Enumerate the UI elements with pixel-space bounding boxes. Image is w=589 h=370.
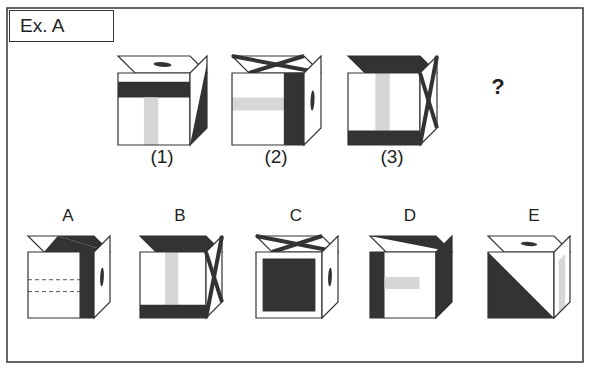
face-mark <box>144 97 158 145</box>
option-letter: B <box>174 206 185 226</box>
face-mark <box>370 252 436 318</box>
face-mark <box>436 236 452 318</box>
option-letter: A <box>62 206 73 226</box>
cross-mark <box>206 236 222 318</box>
figure-number: (2) <box>264 146 287 168</box>
cube-edge <box>232 73 304 145</box>
face-mark <box>206 236 222 318</box>
title-box: Ex. A <box>9 10 114 42</box>
cube-edge <box>256 252 322 318</box>
cube-edge <box>304 56 321 145</box>
option-letter: E <box>528 206 539 226</box>
face-mark <box>328 268 332 287</box>
option-letter: D <box>404 206 416 226</box>
face-mark <box>190 56 207 145</box>
cube-edge <box>206 236 222 318</box>
cross-mark <box>420 56 437 145</box>
cube <box>488 236 570 318</box>
face-mark <box>488 252 554 318</box>
face-mark <box>559 254 565 313</box>
cube-edge <box>436 236 452 318</box>
face-mark <box>436 236 452 318</box>
example-title: Ex. A <box>20 15 64 36</box>
face-mark <box>154 62 172 67</box>
figure-number: (3) <box>380 146 403 168</box>
cube <box>348 56 437 145</box>
cube <box>28 236 110 318</box>
face-mark <box>118 73 190 145</box>
face-mark <box>118 82 190 98</box>
face-mark <box>375 73 389 131</box>
face-mark <box>370 252 385 318</box>
cube-edge <box>28 252 94 318</box>
cube <box>256 236 338 318</box>
face-mark <box>140 305 206 318</box>
face-mark <box>310 90 314 110</box>
face-mark <box>165 252 178 305</box>
figure-number: (1) <box>150 146 173 168</box>
face-mark <box>190 63 207 145</box>
face-mark <box>521 242 537 246</box>
face-mark <box>140 252 206 318</box>
cube <box>140 236 222 318</box>
face-mark <box>263 259 316 312</box>
face-mark <box>348 73 420 145</box>
cube <box>370 236 452 318</box>
face-mark <box>28 252 94 318</box>
cube <box>232 56 321 145</box>
frame <box>7 8 583 362</box>
cube-edge <box>420 56 437 145</box>
face-mark <box>100 268 104 287</box>
face-mark <box>79 252 94 318</box>
cube-edge <box>190 56 207 145</box>
cube-edge <box>370 252 436 318</box>
face-mark <box>420 56 437 145</box>
face-mark <box>232 73 304 145</box>
face-mark <box>322 236 338 318</box>
face-mark <box>94 236 110 318</box>
cube-edge <box>554 236 570 318</box>
cube <box>118 56 207 145</box>
cube-edge <box>140 252 206 318</box>
face-mark <box>554 236 570 318</box>
cube-edge <box>94 236 110 318</box>
dashed-line <box>28 291 81 292</box>
face-mark <box>232 97 284 110</box>
cube-edge <box>488 252 554 318</box>
face-mark <box>488 252 554 318</box>
option-letter: C <box>290 206 302 226</box>
face-mark <box>348 131 420 145</box>
question-mark: ? <box>491 74 504 100</box>
face-mark <box>256 252 322 318</box>
dashed-line <box>28 279 81 280</box>
face-mark <box>304 56 321 145</box>
cube-edge <box>118 73 190 145</box>
cube-edge <box>322 236 338 318</box>
face-mark <box>284 73 304 145</box>
cube-edge <box>348 73 420 145</box>
face-mark <box>385 277 420 289</box>
